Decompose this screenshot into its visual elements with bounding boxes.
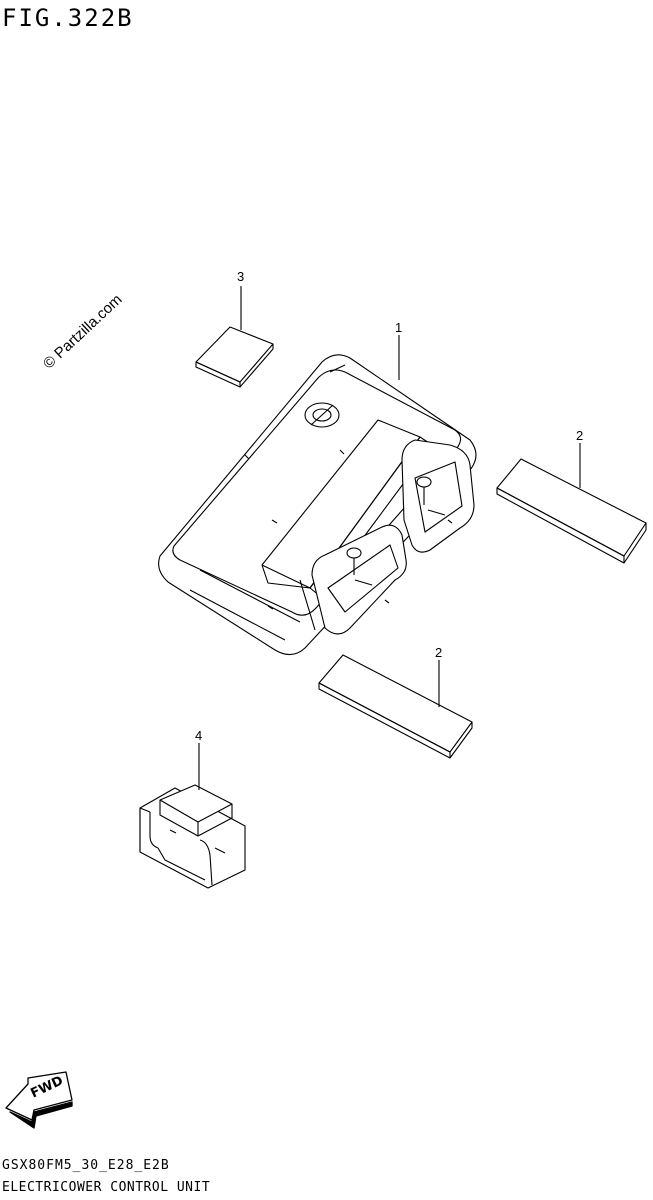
part-3-pad[interactable] — [195, 326, 274, 388]
callout-4[interactable]: 4 — [195, 728, 203, 743]
diagram-code: GSX80FM5_30_E28_E2B — [2, 1158, 170, 1173]
callout-1[interactable]: 1 — [395, 320, 403, 335]
fwd-arrow-icon — [5, 1071, 73, 1129]
part-2-pad-upper[interactable] — [496, 458, 647, 564]
figure-title: FIG.322B — [2, 4, 134, 32]
callout-2b[interactable]: 2 — [435, 645, 443, 660]
part-4-relay[interactable] — [139, 784, 246, 889]
callout-3[interactable]: 3 — [237, 269, 245, 284]
diagram-description: ELECTRICOWER CONTROL UNIT — [2, 1180, 211, 1195]
callout-2a[interactable]: 2 — [576, 428, 584, 443]
part-2-pad-lower[interactable] — [318, 654, 473, 759]
part-1-ecu[interactable] — [158, 354, 477, 656]
